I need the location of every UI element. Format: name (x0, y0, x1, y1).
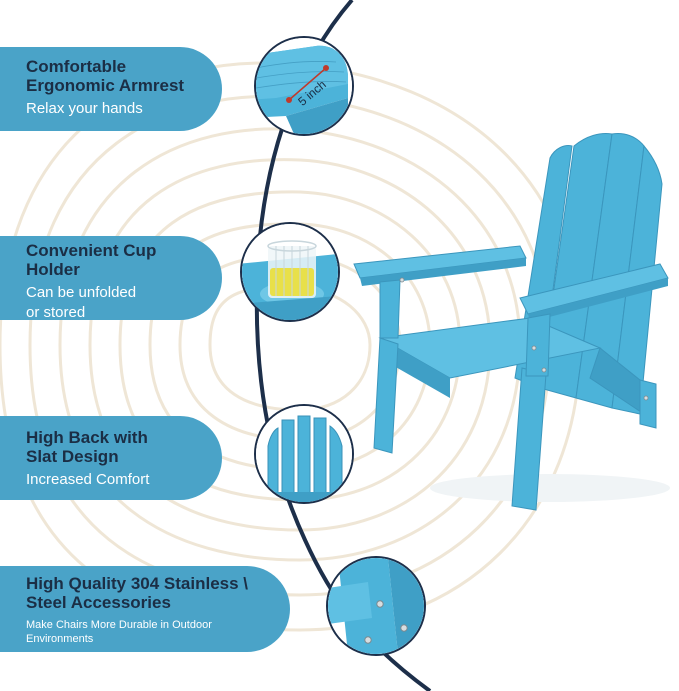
feature-armrest: Comfortable Ergonomic Armrest Relax your… (0, 47, 222, 131)
cup-holder-detail (240, 222, 340, 322)
feature-stainless-accessories: High Quality 304 Stainless \ Steel Acces… (0, 566, 290, 652)
feature-subtitle: Relax your hands (26, 100, 143, 117)
armrest-measure-detail: 5 inch (254, 36, 354, 136)
feature-subtitle: Can be unfolded or stored (26, 284, 137, 321)
feature-subtitle: Make Chairs More Durable in Outdoor Envi… (26, 619, 212, 645)
feature-title: Comfortable Ergonomic Armrest (26, 57, 185, 95)
feature-subtitle: Increased Comfort (26, 471, 150, 488)
slat-back-detail (254, 404, 354, 504)
feature-title: High Back with Slat Design (26, 428, 148, 466)
stainless-bolts-detail (326, 556, 426, 656)
feature-cup-holder: Convenient Cup Holder Can be unfolded or… (0, 236, 222, 321)
feature-title: Convenient Cup Holder (26, 241, 157, 279)
feature-high-back: High Back with Slat Design Increased Com… (0, 416, 222, 500)
adirondack-chair (353, 133, 670, 511)
feature-title: High Quality 304 Stainless \ Steel Acces… (26, 574, 249, 612)
